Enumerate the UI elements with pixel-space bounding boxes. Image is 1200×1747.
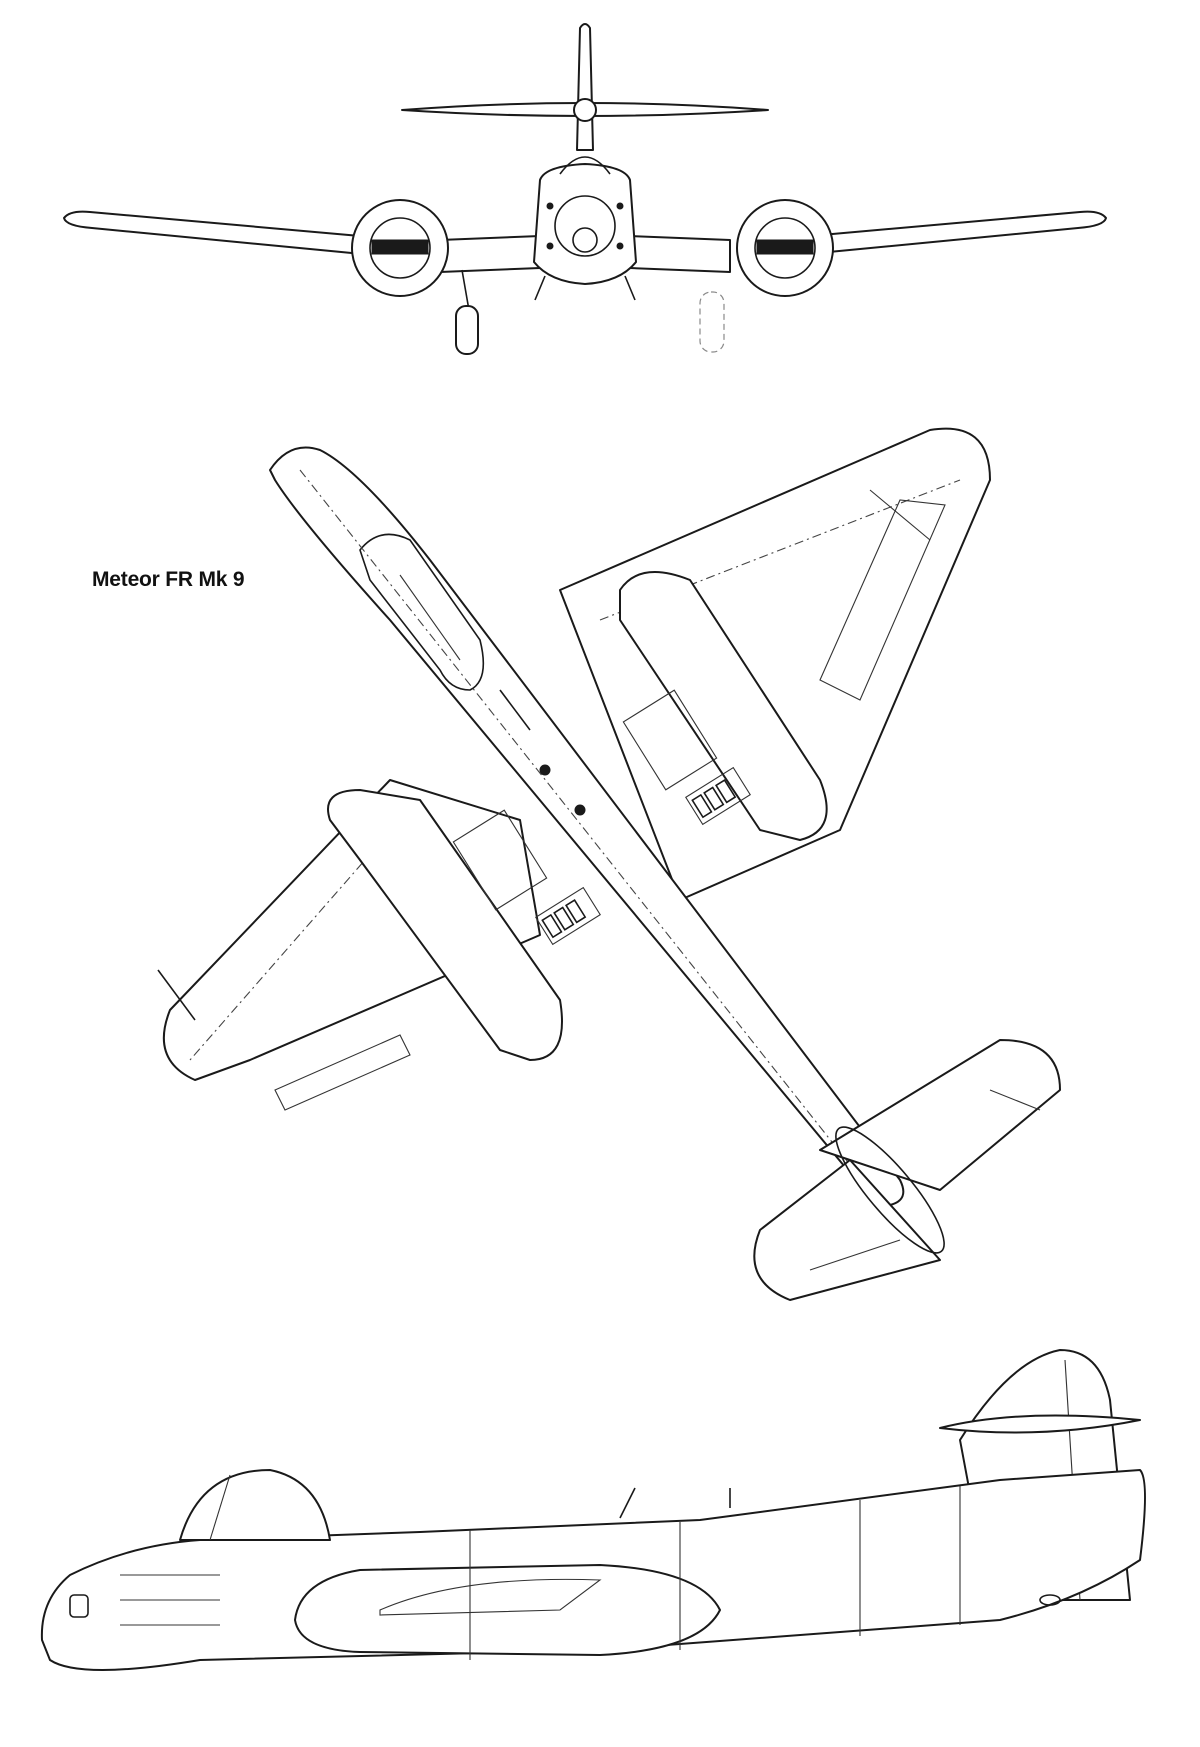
front-nose-leg-left [534,275,546,301]
plan-port-ammo-bays [535,886,601,946]
plan-tail-bullet [835,1126,945,1254]
plan-elevator-line-2 [809,1239,901,1271]
front-gun-port-3 [546,242,554,250]
front-nose-leg-right [624,275,636,301]
plan-elevator-line [989,1089,1041,1111]
front-left-wing [63,210,363,255]
plan-starboard-hatch [622,689,718,791]
side-nose-camera [69,1594,89,1618]
front-tail-bullet [573,98,597,122]
plan-starboard-nacelle [619,571,828,841]
front-fuselage [533,163,637,285]
plan-panel-fastener-1 [539,764,551,776]
front-wing-root-left [439,235,541,273]
plan-port-tailplane [753,1159,941,1301]
side-view [40,1349,1146,1671]
front-gun-port [546,202,554,210]
front-nose-ring [554,195,616,257]
plan-pitot [157,969,196,1021]
side-nacelle-panel [379,1578,602,1616]
plan-port-aileron [274,1034,411,1111]
front-gun-port-4 [616,242,624,250]
front-left-intake-dark [371,239,429,255]
plan-panel-fastener-2 [574,804,586,816]
plan-canopy [359,533,485,691]
aircraft-title: Meteor FR Mk 9 [92,568,245,591]
side-tail-bumper [1039,1594,1061,1606]
plan-port-spar [189,819,401,1061]
side-nacelle [294,1564,721,1656]
side-canopy [179,1469,331,1541]
plan-port-nacelle [327,789,563,1061]
front-canopy [559,156,611,175]
front-right-wing [807,210,1107,255]
front-left-intake [369,217,431,279]
front-view [63,23,1107,355]
plan-canopy-frame [399,574,461,661]
front-nose-light [572,227,598,253]
front-right-intake [754,217,816,279]
side-tailplane [939,1414,1141,1434]
plan-starboard-aileron [819,499,946,701]
side-canopy-frame [209,1474,231,1541]
plan-centerline [299,469,871,1191]
front-main-wheel [455,305,479,355]
plan-starboard-tip-line [869,489,931,541]
front-wing-root-right [629,235,731,273]
plan-port-hatch [452,809,548,911]
front-right-intake-dark [756,239,814,255]
front-gun-port-2 [616,202,624,210]
plan-radio-mast [499,689,531,731]
front-retracted-wheel [699,291,725,353]
plan-starboard-ammo-bays [685,766,751,826]
plan-starboard-wing [559,427,991,901]
plan-fuselage [269,446,905,1206]
side-antenna [619,1487,636,1519]
front-fin [576,23,594,151]
plan-starboard-tailplane [819,1039,1061,1191]
plan-view [157,427,1061,1301]
